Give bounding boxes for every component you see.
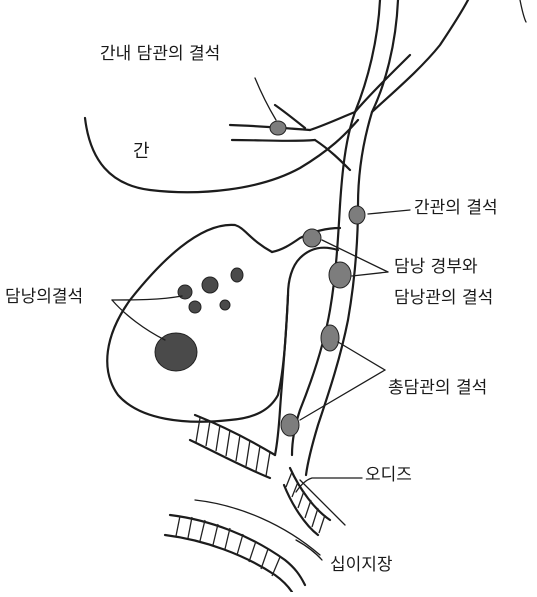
liver-outline xyxy=(85,118,358,192)
duodenum-wall-upper xyxy=(190,415,275,478)
hepatic-duct-stone xyxy=(349,206,365,224)
leader-hepatic-duct xyxy=(368,210,410,214)
label-intrahepatic-stone: 간내 담관의 결석 xyxy=(100,45,220,64)
leader-neck-2 xyxy=(352,272,388,276)
label-liver: 간 xyxy=(133,142,150,162)
common-duct-stone-lower xyxy=(281,414,299,436)
leader-intrahepatic xyxy=(255,78,276,120)
neck-stone xyxy=(303,229,321,247)
label-neck-line2: 담낭관의 결석 xyxy=(394,289,493,308)
label-gallbladder-stone: 담낭의결석 xyxy=(5,288,83,307)
intrahepatic-stone xyxy=(270,121,286,135)
leader-gallbladder-1 xyxy=(112,296,182,300)
gallbladder-stone-1 xyxy=(231,268,243,282)
label-neck-line1: 담낭 경부와 xyxy=(394,258,478,277)
label-sphincter: 오디즈 xyxy=(365,466,412,485)
top-edge-mark xyxy=(520,0,526,22)
common-duct-stone-upper xyxy=(321,325,339,351)
leader-duodenum xyxy=(296,540,322,560)
duodenum-outer-line xyxy=(195,480,345,555)
duodenum-wall-lower xyxy=(165,515,305,592)
gallbladder-outline xyxy=(107,225,288,422)
gallbladder-stone-5 xyxy=(189,301,201,313)
label-duodenum: 십이지장 xyxy=(330,556,393,575)
label-hepatic-duct-stone: 간관의 결석 xyxy=(414,199,498,218)
cystic-duct-stone xyxy=(329,262,351,288)
gallbladder-stone-3 xyxy=(202,277,218,293)
gallbladder-stone-4 xyxy=(220,300,230,310)
leader-gallbladder-2 xyxy=(112,300,165,340)
label-common-duct-stone: 총담관의 결석 xyxy=(388,379,487,398)
leader-common-1 xyxy=(338,342,385,370)
